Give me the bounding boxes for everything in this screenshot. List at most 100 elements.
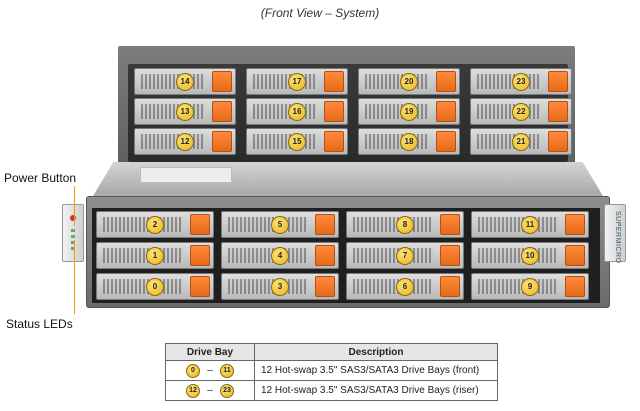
drive-vent (253, 104, 317, 119)
drive-tray[interactable]: 1 (96, 242, 214, 269)
drive-bay-number: 13 (176, 102, 194, 121)
drive-bay-number: 5 (271, 215, 289, 234)
drive-tray[interactable]: 20 (358, 68, 460, 95)
drive-release-latch[interactable] (190, 276, 210, 297)
power-button-icon[interactable] (70, 215, 76, 221)
drive-release-latch[interactable] (315, 245, 335, 266)
drive-release-latch[interactable] (324, 101, 344, 122)
column-header: Drive Bay (165, 343, 255, 361)
drive-bay-number: 10 (521, 246, 539, 265)
drive-bay-number: 11 (521, 215, 539, 234)
drive-release-latch[interactable] (565, 276, 585, 297)
drive-release-latch[interactable] (565, 245, 585, 266)
bay-number-badge: 11 (220, 363, 234, 378)
drive-release-latch[interactable] (324, 71, 344, 92)
drive-release-latch[interactable] (436, 131, 456, 152)
drive-bay-number: 9 (521, 277, 539, 296)
drive-release-latch[interactable] (548, 71, 568, 92)
drive-release-latch[interactable] (436, 101, 456, 122)
bay-number-badge: 0 (186, 363, 200, 378)
bay-range: 0–11 (165, 360, 255, 381)
drive-bay-number: 20 (400, 72, 418, 91)
drive-bay-number: 0 (146, 277, 164, 296)
drive-tray[interactable]: 8 (346, 211, 464, 238)
status-led-icon (71, 241, 75, 244)
drive-tray[interactable]: 16 (246, 98, 348, 125)
drive-bay-number: 1 (146, 246, 164, 265)
drive-release-latch[interactable] (190, 245, 210, 266)
drive-bay-number: 23 (512, 72, 530, 91)
drive-tray[interactable]: 11 (471, 211, 589, 238)
drive-vent (477, 104, 541, 119)
drive-vent (141, 74, 205, 89)
drive-release-latch[interactable] (315, 276, 335, 297)
drive-vent (253, 134, 317, 149)
drive-release-latch[interactable] (212, 131, 232, 152)
drive-tray[interactable]: 23 (470, 68, 572, 95)
drive-vent (478, 279, 558, 294)
drive-vent (103, 248, 183, 263)
drive-tray[interactable]: 14 (134, 68, 236, 95)
drive-tray[interactable]: 5 (221, 211, 339, 238)
drive-release-latch[interactable] (436, 71, 456, 92)
drive-tray[interactable]: 9 (471, 273, 589, 300)
status-led-icon (71, 247, 75, 250)
drive-release-latch[interactable] (565, 214, 585, 235)
drive-vent (141, 104, 205, 119)
drive-vent (478, 248, 558, 263)
status-leds-leader (74, 240, 75, 314)
left-control-ear (62, 204, 84, 262)
chassis-label-sticker (140, 167, 232, 183)
drive-tray[interactable]: 17 (246, 68, 348, 95)
drive-tray[interactable]: 15 (246, 128, 348, 155)
drive-tray[interactable]: 0 (96, 273, 214, 300)
drive-bay-number: 19 (400, 102, 418, 121)
status-leds-label: Status LEDs (6, 317, 73, 331)
drive-tray[interactable]: 21 (470, 128, 572, 155)
drive-release-latch[interactable] (440, 276, 460, 297)
drive-tray[interactable]: 18 (358, 128, 460, 155)
drive-vent (228, 217, 308, 232)
drive-bay-number: 14 (176, 72, 194, 91)
drive-bay-number: 12 (176, 132, 194, 151)
drive-tray[interactable]: 2 (96, 211, 214, 238)
drive-bay-number: 17 (288, 72, 306, 91)
drive-bay-number: 22 (512, 102, 530, 121)
drive-release-latch[interactable] (548, 101, 568, 122)
drive-tray[interactable]: 10 (471, 242, 589, 269)
drive-bay-table: Drive Bay Description 0–11 12 Hot-swap 3… (165, 343, 498, 401)
brand-logo: SUPERMICRO (614, 211, 621, 264)
drive-vent (478, 217, 558, 232)
drive-release-latch[interactable] (190, 214, 210, 235)
drive-tray[interactable]: 4 (221, 242, 339, 269)
drive-vent (365, 134, 429, 149)
drive-bay-number: 18 (400, 132, 418, 151)
drive-tray[interactable]: 19 (358, 98, 460, 125)
drive-vent (228, 248, 308, 263)
drive-tray[interactable]: 6 (346, 273, 464, 300)
drive-release-latch[interactable] (315, 214, 335, 235)
drive-bay-number: 21 (512, 132, 530, 151)
drive-tray[interactable]: 12 (134, 128, 236, 155)
drive-vent (365, 104, 429, 119)
drive-release-latch[interactable] (324, 131, 344, 152)
drive-release-latch[interactable] (212, 101, 232, 122)
drive-tray[interactable]: 3 (221, 273, 339, 300)
drive-tray[interactable]: 13 (134, 98, 236, 125)
bay-number-badge: 12 (186, 383, 200, 398)
drive-tray[interactable]: 7 (346, 242, 464, 269)
range-dash: – (207, 385, 213, 396)
drive-vent (477, 134, 541, 149)
right-control-ear: SUPERMICRO (604, 204, 626, 264)
drive-release-latch[interactable] (440, 214, 460, 235)
bay-description: 12 Hot-swap 3.5" SAS3/SATA3 Drive Bays (… (254, 380, 498, 401)
drive-bay-number: 15 (288, 132, 306, 151)
drive-release-latch[interactable] (212, 71, 232, 92)
drive-vent (141, 134, 205, 149)
drive-release-latch[interactable] (548, 131, 568, 152)
range-dash: – (207, 365, 213, 376)
drive-bay-number: 8 (396, 215, 414, 234)
drive-tray[interactable]: 22 (470, 98, 572, 125)
drive-release-latch[interactable] (440, 245, 460, 266)
drive-vent (103, 217, 183, 232)
